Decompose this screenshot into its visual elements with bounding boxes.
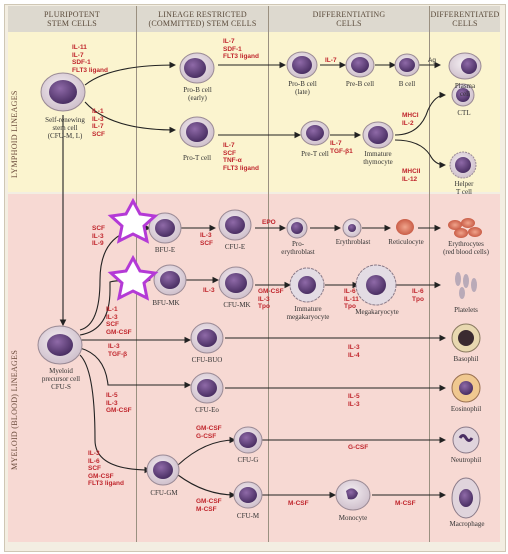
- label-reticulocyte: Reticulocyte: [388, 238, 424, 246]
- header-pluripotent: PLURIPOTENT STEM CELLS: [8, 6, 136, 32]
- label-macrophage: Macrophage: [449, 520, 485, 528]
- label-bfu-mk: BFU-MK: [152, 299, 180, 307]
- cytokine-bfu-mk-input: IL-1 IL-3 SCF GM-CSF: [106, 306, 132, 336]
- cytokine-mega: IL-6 IL-11 Tpo: [344, 288, 359, 310]
- label-cfu-e: CFU-E: [224, 243, 246, 251]
- label-pre-b: Pre-B cell: [345, 80, 375, 88]
- label-myeloid-precursor: Myeloid precursor cell CFU-S: [41, 367, 81, 391]
- cytokine-il7-preb: IL-7: [325, 57, 337, 64]
- header-lineage-restricted: LINEAGE RESTRICTED (COMMITTED) STEM CELL…: [137, 6, 268, 32]
- cytokine-platelets: IL-6 Tpo: [412, 288, 424, 303]
- cytokine-eo-input: IL-5 IL-3 GM-CSF: [106, 392, 132, 414]
- cytokine-ag: Ag: [428, 57, 436, 64]
- cytokine-epo: EPO: [262, 219, 276, 226]
- cytokine-buo-input: IL-3 TGF-β: [108, 343, 128, 358]
- cytokine-pre-t: IL-7 TGF-β1: [330, 140, 353, 155]
- cytokine-eosinophil: IL-5 IL-3: [348, 393, 360, 408]
- cell-icons: [37, 51, 482, 519]
- cytokine-bfu-e-input: SCF IL-3 IL-9: [92, 225, 105, 247]
- label-b-cell: B cell: [398, 80, 416, 88]
- label-pro-b-late: Pro-B cell (late): [288, 80, 317, 96]
- label-cfu-buo: CFU-BUO: [191, 356, 223, 364]
- label-cfu-mk: CFU-MK: [223, 301, 251, 309]
- label-ctl: CTL: [457, 109, 471, 117]
- header-differentiated: DIFFERENTIATED CELLS: [430, 6, 500, 32]
- label-eosinophil: Eosinophil: [450, 405, 482, 413]
- label-cfu-g: CFU-G: [237, 456, 259, 464]
- cytokine-cfu-mk: IL-3: [203, 287, 215, 294]
- cytokine-cfu-e: IL-3 SCF: [200, 232, 213, 247]
- cytokine-pro-b: IL-7 SDF-1 FLT3 ligand: [223, 38, 259, 60]
- cytokine-g-csf: G-CSF: [348, 444, 369, 451]
- label-stem-cell: Self-renewing stem cell (CFU-M, L): [45, 116, 85, 140]
- star-annotations: [107, 197, 159, 301]
- label-erythrocytes: Erythrocytes (red blood cells): [443, 240, 489, 256]
- header-differentiating: DIFFERENTIATING CELLS: [269, 6, 429, 32]
- label-monocyte: Monocyte: [338, 514, 368, 522]
- column-divider: [429, 6, 430, 542]
- column-divider: [268, 6, 269, 542]
- cytokine-imm-mega: GM-CSF IL-3 Tpo: [258, 288, 284, 310]
- label-helper-t: Helper T cell: [454, 180, 474, 196]
- label-cfu-eo: CFU-Eo: [195, 406, 219, 414]
- label-plasma: Plasma cell: [454, 82, 476, 98]
- label-basophil: Basophil: [453, 355, 479, 363]
- cytokine-m-split: GM-CSF M-CSF: [196, 498, 222, 513]
- label-immature-thymocyte: Immature thymocyte: [363, 150, 393, 166]
- cytokine-m-csf-2: M-CSF: [395, 500, 416, 507]
- cytokine-stem-to-t: IL-1 IL-3 IL-7 SCF: [92, 108, 105, 138]
- label-pro-b-early: Pro-B cell (early): [183, 86, 212, 102]
- cytokine-stem-to-b: IL-11 IL-7 SDF-1 FLT3 ligand: [72, 44, 108, 74]
- label-pro-erythroblast: Pro- erythroblast: [281, 240, 315, 256]
- cytokine-m-csf-1: M-CSF: [288, 500, 309, 507]
- cytokine-helper: MHCII IL-12: [402, 168, 421, 183]
- label-neutrophil: Neutrophil: [450, 456, 482, 464]
- cytokine-pro-t: IL-7 SCF TNF-α FLT3 ligand: [223, 142, 259, 172]
- cytokine-basophil: IL-3 IL-4: [348, 344, 360, 359]
- cytokine-gm-input: IL-3 IL-6 SCF GM-CSF FLT3 ligand: [88, 450, 124, 487]
- label-immature-megakaryocyte: Immature megakaryocyte: [286, 305, 330, 321]
- label-erythroblast: Erythroblast: [335, 238, 371, 246]
- label-cfu-m: CFU-M: [236, 512, 260, 520]
- cytokine-g-split: GM-CSF G-CSF: [196, 425, 222, 440]
- label-cfu-gm: CFU-GM: [150, 489, 178, 497]
- cytokine-ctl: MHCI IL-2: [402, 112, 419, 127]
- label-pro-t: Pro-T cell: [182, 154, 212, 162]
- label-megakaryocyte: Megakaryocyte: [355, 308, 399, 316]
- lymphoid-band: [8, 32, 500, 192]
- label-platelets: Platelets: [454, 306, 478, 314]
- label-bfu-e: BFU-E: [154, 246, 176, 254]
- label-pre-t: Pre-T cell: [301, 150, 329, 158]
